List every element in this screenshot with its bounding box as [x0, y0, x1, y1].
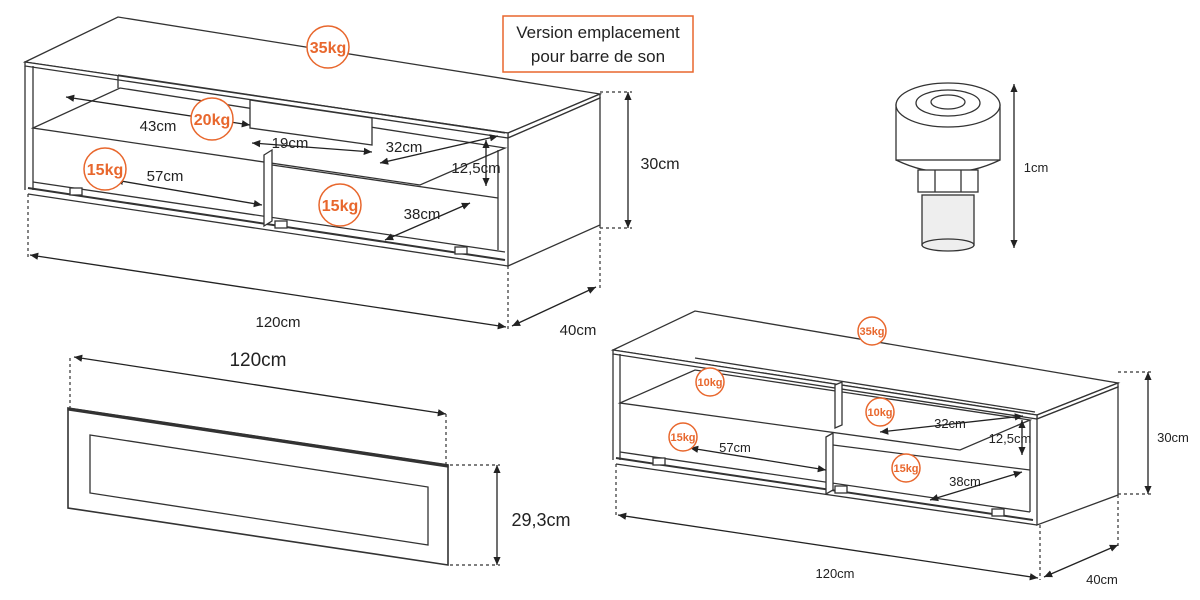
weight-badge-shelf: 20kg: [190, 97, 234, 141]
cabinet-a-right-inner: [271, 164, 499, 199]
label-compartment-height: 12,5cm: [451, 160, 500, 177]
note-frame: [502, 15, 694, 73]
dim-arrow-left-width: [114, 177, 263, 208]
svg-text:35kg: 35kg: [859, 326, 884, 338]
soundbar-version-note: Version emplacement pour barre de son: [502, 15, 694, 73]
label-left-width-b: 57cm: [719, 440, 751, 455]
svg-text:20kg: 20kg: [194, 112, 230, 129]
weight-badge-right-top-b: 10kg: [865, 397, 895, 427]
foot-core: [930, 94, 966, 110]
foot-clips: [917, 169, 979, 193]
dim-arrow-soundbar-gap: [251, 139, 373, 156]
label-left-width: 57cm: [147, 168, 184, 185]
cabinet-a-back-top: [117, 74, 506, 134]
hinge-icon: [652, 457, 666, 466]
label-height-b: 30cm: [1157, 430, 1189, 445]
label-right-width: 38cm: [404, 206, 441, 223]
label-upper-depth: 32cm: [386, 139, 423, 156]
label-shelf-depth: 43cm: [140, 118, 177, 135]
dim-arrow-right-width: [384, 202, 471, 241]
cabinet-a-divider: [263, 148, 273, 228]
svg-text:35kg: 35kg: [310, 40, 346, 57]
note-line-1: Version emplacement: [516, 23, 680, 42]
front-panel: 120cm 29,3cm: [67, 350, 571, 566]
label-width: 120cm: [255, 314, 300, 331]
weight-badge-top-b: 35kg: [857, 316, 887, 346]
cabinet-b-floor-front: [615, 457, 1034, 521]
cabinet-b-back-top: [694, 357, 1036, 413]
hinge-icon: [454, 246, 468, 255]
dim-arrow-right-width-b: [929, 470, 1023, 502]
facade-inner: [89, 434, 429, 546]
foot-stem-bottom: [921, 238, 975, 252]
weight-badge-left: 15kg: [83, 147, 127, 191]
svg-text:15kg: 15kg: [87, 162, 123, 179]
weight-badge-left-top-b: 10kg: [695, 367, 725, 397]
dim-arrow-depth-b: [1043, 544, 1119, 578]
hinge-icon: [834, 485, 848, 494]
label-upper-depth-b: 32cm: [934, 416, 966, 431]
svg-text:10kg: 10kg: [697, 377, 722, 389]
cabinet-b-upper-divider: [834, 381, 843, 429]
hinge-icon: [991, 508, 1005, 517]
label-depth-b: 40cm: [1086, 572, 1118, 587]
dim-arrow-upper-depth-b: [879, 413, 1024, 435]
dim-arrow-upper-depth: [379, 134, 499, 165]
svg-text:10kg: 10kg: [867, 407, 892, 419]
cabinet-b-lower-divider: [825, 431, 834, 496]
svg-text:15kg: 15kg: [893, 463, 918, 475]
label-soundbar-gap: 19cm: [272, 135, 309, 152]
label-facade-width: 120cm: [229, 350, 286, 371]
hinge-icon: [274, 220, 288, 229]
weight-badge-right: 15kg: [318, 183, 362, 227]
cabinet-b-floor-back: [619, 451, 1031, 513]
hinge-icon: [69, 187, 83, 196]
note-line-2: pour barre de son: [531, 47, 665, 66]
label-width-b: 120cm: [815, 566, 854, 581]
tv-cabinet-soundbar-version: 43cm 19cm 32cm 12,5cm 57cm 38cm 30cm 120…: [22, 16, 680, 339]
label-height: 30cm: [640, 156, 679, 173]
label-foot-height: 1cm: [1024, 160, 1049, 175]
weight-badge-top: 35kg: [306, 25, 350, 69]
weight-badge-right-b: 15kg: [891, 453, 921, 483]
foot-stem: [921, 194, 975, 246]
dim-arrow-width: [29, 252, 507, 330]
label-facade-height: 29,3cm: [511, 510, 570, 530]
svg-text:15kg: 15kg: [322, 198, 358, 215]
label-compartment-height-b: 12,5cm: [989, 431, 1032, 446]
label-right-width-b: 38cm: [949, 474, 981, 489]
label-depth: 40cm: [560, 322, 597, 339]
facade-top-edge: [67, 407, 449, 468]
dim-arrow-left-width-b: [689, 445, 827, 473]
cabinet-b-right-inner: [832, 444, 1031, 471]
cabinet-a-soundbar-slot: [249, 99, 373, 146]
adjustable-foot: 1cm: [895, 82, 1049, 252]
tv-cabinet-standard-version: 32cm 12,5cm 57cm 38cm 30cm 120cm 40cm 35…: [610, 310, 1189, 587]
dim-arrow-facade-width: [73, 354, 447, 417]
weight-badge-left-b: 15kg: [668, 422, 698, 452]
svg-text:15kg: 15kg: [670, 432, 695, 444]
dim-arrow-width-b: [617, 512, 1039, 581]
dim-arrow-depth: [511, 286, 597, 327]
